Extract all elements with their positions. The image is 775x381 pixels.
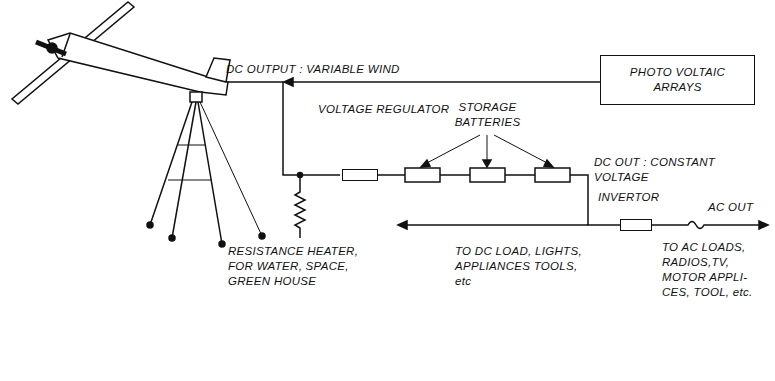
arrow-head — [544, 160, 553, 167]
pv-array-box: PHOTO VOLTAIC ARRAYS — [600, 55, 755, 105]
tower-brace — [178, 145, 206, 146]
arrow-head — [759, 221, 768, 229]
wire-label: DC OUT : CONSTANT VOLTAGE — [594, 155, 744, 185]
part-label: STORAGE BATTERIES — [445, 100, 530, 130]
invertor-block: INVERTOR — [598, 190, 659, 205]
arrow-head — [421, 160, 430, 167]
leader-arrow — [487, 135, 488, 162]
wire-label: AC OUT — [708, 200, 753, 215]
anchor-dot — [169, 235, 175, 241]
battery-symbol — [470, 168, 505, 182]
nacelle — [48, 33, 228, 95]
component-box — [342, 169, 378, 181]
battery-symbol — [535, 168, 570, 182]
arrow-head — [483, 160, 491, 167]
pv-wire — [290, 81, 600, 83]
guy-wire — [200, 102, 262, 236]
rotor-shaft — [36, 42, 66, 54]
load-note: TO AC LOADS, RADIOS,TV, MOTOR APPLI- CES… — [662, 240, 770, 300]
label-slot: STORAGE BATTERIES — [445, 100, 530, 130]
tower-brace — [168, 180, 212, 181]
box-heading: VOLTAGE REGULATOR — [318, 102, 449, 117]
box-heading: INVERTOR — [598, 190, 659, 205]
regulator-block: VOLTAGE REGULATOR — [318, 102, 449, 117]
label-slot: TO AC LOADS, RADIOS,TV, MOTOR APPLI- CES… — [662, 240, 770, 300]
dc-wire — [228, 82, 340, 175]
battery-symbol — [405, 168, 440, 182]
box-text: PHOTO VOLTAIC ARRAYS — [623, 65, 732, 95]
tower-leg — [172, 102, 196, 238]
label-slot: RESISTANCE HEATER, FOR WATER, SPACE, GRE… — [228, 244, 368, 289]
resistor-symbol — [295, 175, 305, 238]
tower-head — [190, 92, 202, 102]
load-note: RESISTANCE HEATER, FOR WATER, SPACE, GRE… — [228, 244, 368, 289]
label-slot: TO DC LOAD, LIGHTS, APPLIANCES TOOLS, et… — [455, 244, 590, 289]
load-note: TO DC LOAD, LIGHTS, APPLIANCES TOOLS, et… — [455, 244, 590, 289]
label-slot: AC OUT — [708, 200, 753, 215]
dc-out-wire — [405, 224, 588, 226]
leader-arrow — [494, 135, 549, 164]
leader-arrow — [425, 135, 480, 164]
anchor-dot — [219, 241, 225, 247]
label-slot: DC OUT : CONSTANT VOLTAGE — [594, 155, 744, 185]
rotor-hub — [47, 43, 57, 53]
component-box — [620, 219, 652, 231]
ac-out-wire — [652, 222, 760, 229]
wire-label: DC OUTPUT : VARIABLE WIND — [226, 62, 400, 77]
arrow-head — [284, 78, 293, 86]
arrow-head — [398, 221, 407, 229]
anchor-dot — [259, 233, 265, 239]
anchor-dot — [147, 222, 153, 228]
label-slot: DC OUTPUT : VARIABLE WIND — [226, 62, 400, 77]
